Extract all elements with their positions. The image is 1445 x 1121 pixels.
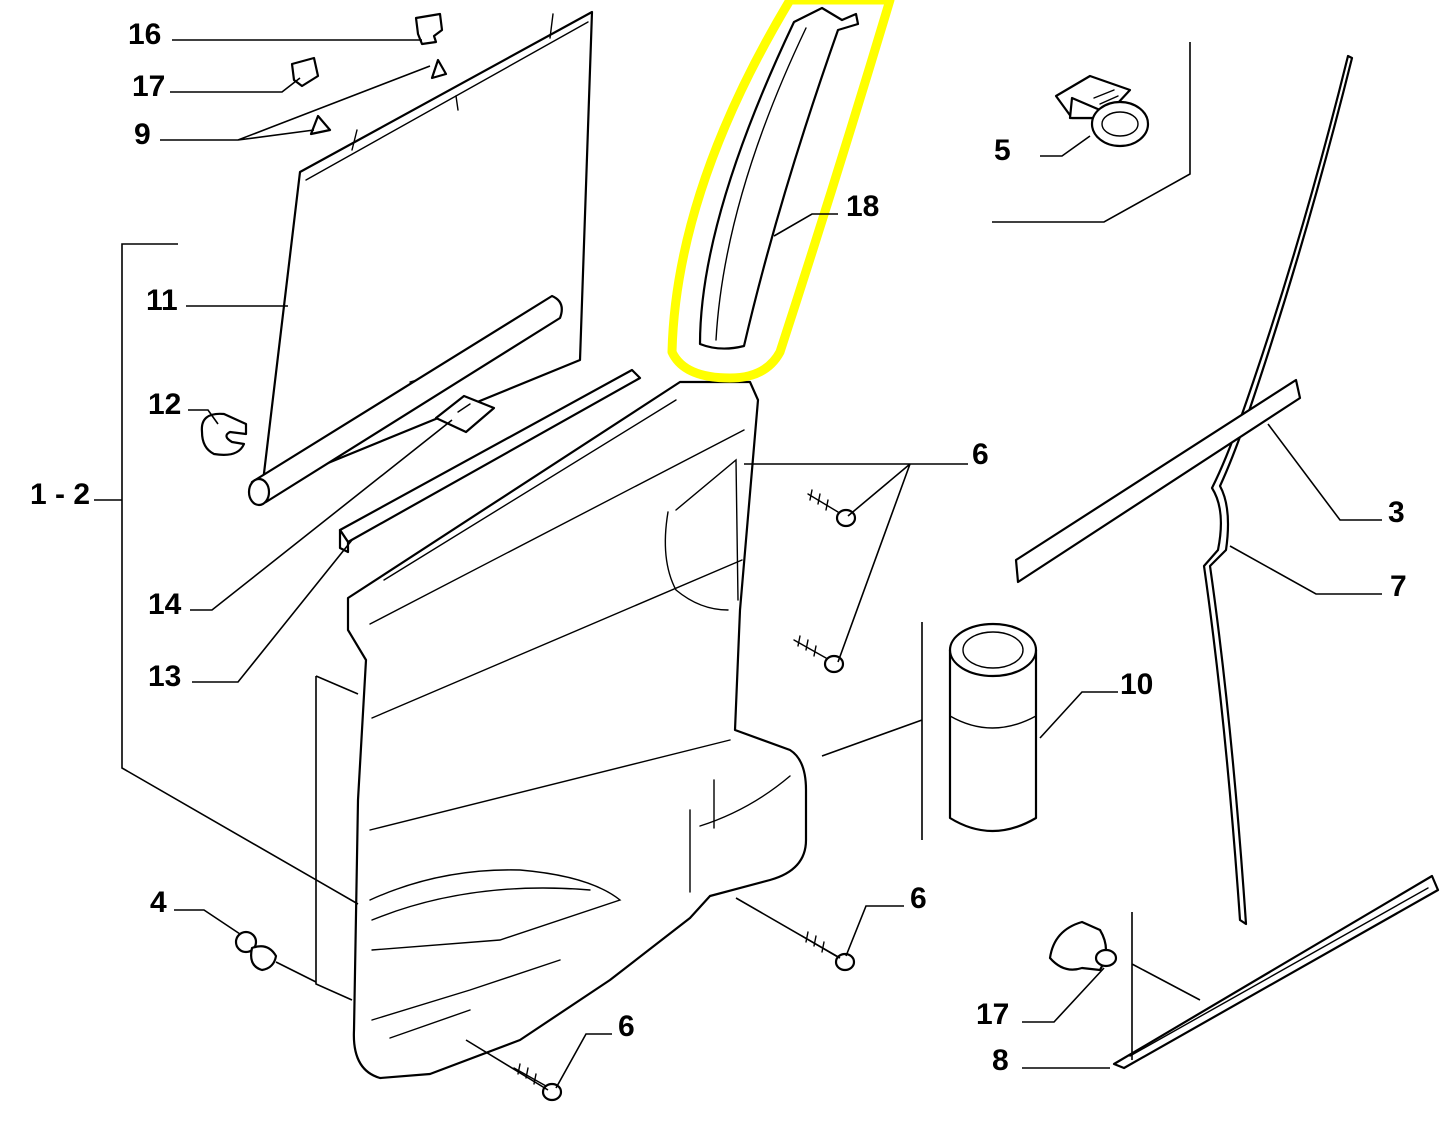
callout-4: 4 bbox=[150, 886, 167, 919]
sill-strip-part-8 bbox=[1112, 874, 1440, 1070]
clip-part-16 bbox=[414, 12, 444, 46]
pillar-trim-part-18 bbox=[667, 0, 895, 383]
door-panel-part-1-2 bbox=[346, 380, 808, 1080]
bracket-part-5 bbox=[992, 42, 1191, 223]
clip-part-12 bbox=[200, 412, 248, 456]
callout-1-2: 1 - 2 bbox=[30, 478, 90, 511]
switch-part-5 bbox=[1054, 74, 1150, 148]
bracket-part-10 bbox=[821, 622, 923, 840]
callout-7: 7 bbox=[1390, 570, 1407, 603]
callout-10: 10 bbox=[1120, 668, 1153, 701]
callout-18: 18 bbox=[846, 190, 879, 223]
sun-blind-part-11 bbox=[247, 10, 594, 507]
callout-11: 11 bbox=[146, 284, 178, 317]
cup-holder-part-10 bbox=[948, 622, 1038, 833]
callout-3: 3 bbox=[1388, 496, 1405, 529]
bracket-part-8 bbox=[1131, 912, 1201, 1060]
callout-17-top: 17 bbox=[132, 70, 165, 103]
strip-part-3 bbox=[1014, 378, 1302, 584]
callout-17-bottom: 17 bbox=[976, 998, 1009, 1031]
bracket-part-14 bbox=[434, 394, 496, 434]
callout-6-lower: 6 bbox=[618, 1010, 635, 1043]
push-clip-part-4 bbox=[234, 930, 278, 972]
callout-14: 14 bbox=[148, 588, 182, 621]
screw-part-6-b bbox=[793, 635, 845, 674]
leader-lines bbox=[94, 39, 1382, 1091]
clip-part-17-bottom bbox=[1048, 920, 1118, 972]
callout-6-upper: 6 bbox=[972, 438, 989, 471]
callout-12: 12 bbox=[148, 388, 181, 421]
bracket-group-1-2 bbox=[121, 243, 359, 1001]
callout-8: 8 bbox=[992, 1044, 1009, 1077]
highlight-outline bbox=[667, 0, 895, 383]
callout-5: 5 bbox=[994, 134, 1011, 167]
callout-16: 16 bbox=[128, 18, 161, 51]
stopper-part-9 bbox=[309, 58, 448, 136]
seal-part-7 bbox=[1202, 54, 1354, 926]
screw-part-6-d bbox=[513, 1063, 563, 1102]
callout-9: 9 bbox=[134, 118, 151, 151]
callout-13: 13 bbox=[148, 660, 181, 693]
screw-part-6-a bbox=[807, 489, 857, 528]
callout-6-middle: 6 bbox=[910, 882, 927, 915]
